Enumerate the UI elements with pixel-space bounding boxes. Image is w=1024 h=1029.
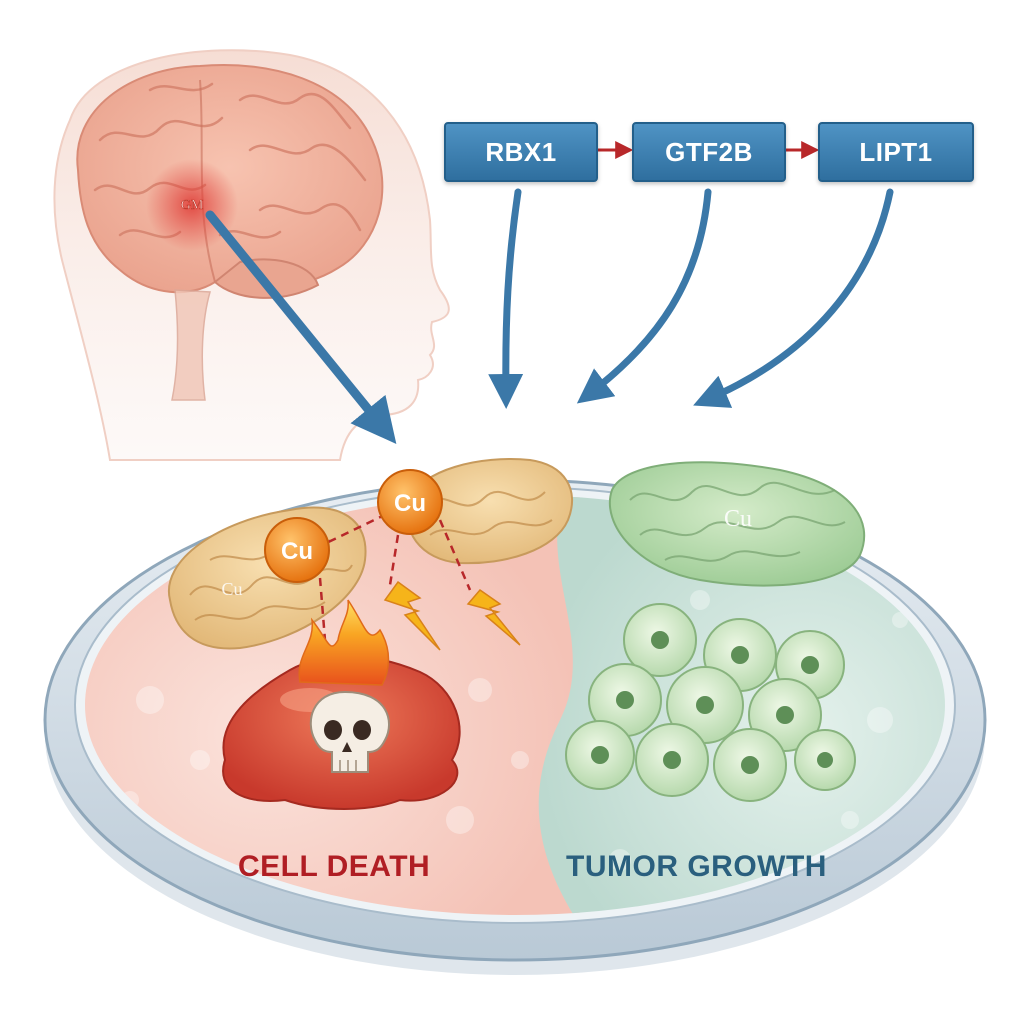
tumor-cell [623,603,697,677]
tumor-growth-label: TUMOR GROWTH [566,850,827,883]
lipt1-arrow [693,188,894,408]
mitochondrion-right [609,461,866,587]
gene-label: LIPT1 [859,136,933,167]
copper-ion-1 [377,469,443,535]
gene-box-lipt1: LIPT1 [818,122,974,182]
skull-icon [309,690,390,773]
brain-to-dish-arrow [205,210,397,444]
connector-arrows [205,188,894,444]
gene-box-gtf2b: GTF2B [632,122,786,182]
cell-death-label: CELL DEATH [238,850,431,883]
tumor-cell-cluster [565,603,856,802]
tumor-cell [635,723,709,797]
rbx1-arrow [488,188,524,409]
tumor-cell [713,728,787,802]
copper-ion-label: Cu [394,490,426,517]
copper-ion-2 [264,517,330,583]
tumor-cell [794,729,856,791]
gene-label: RBX1 [485,136,557,167]
lightning-icon [383,580,521,651]
tumor-label: GM [181,198,204,213]
gtf2b-arrow [576,188,712,404]
mitochondrion-right-label: Cu [724,506,752,532]
copper-ion-label: Cu [281,538,313,565]
flame-icon [298,599,390,686]
tumor-cell [666,666,744,744]
mitochondrion-left-label: Cu [221,579,242,599]
tumor-cell [565,720,635,790]
gene-box-rbx1: RBX1 [444,122,598,182]
gene-label: GTF2B [665,136,753,167]
